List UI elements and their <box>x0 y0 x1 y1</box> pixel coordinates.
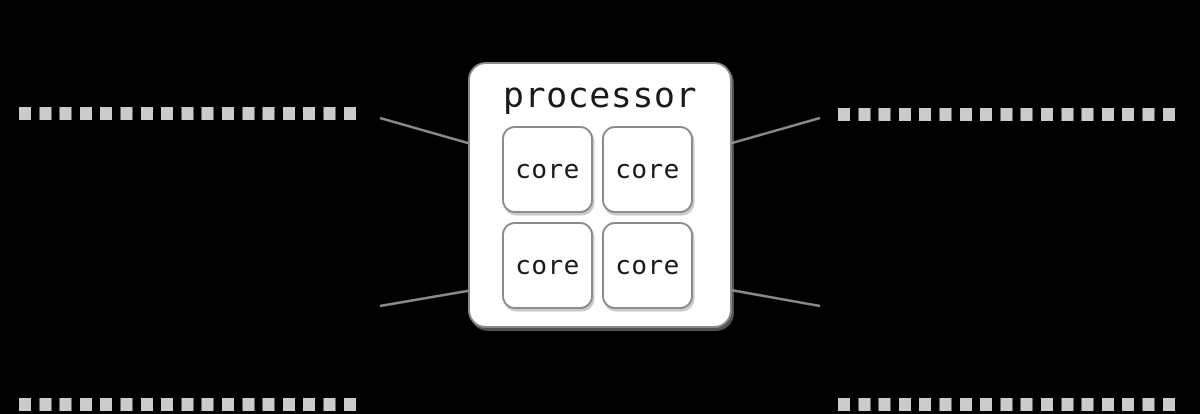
core-label: core <box>615 250 680 281</box>
dashed-line-bottom-right <box>838 398 1182 411</box>
core-grid: core core core core <box>502 126 693 309</box>
core-label: core <box>515 154 580 185</box>
dashed-line-top-left <box>19 107 363 120</box>
core-box-bottom-left: core <box>502 222 593 309</box>
processor-title: processor <box>502 76 698 116</box>
core-box-top-right: core <box>602 126 693 213</box>
core-box-bottom-right: core <box>602 222 693 309</box>
dashed-line-top-right <box>838 108 1182 121</box>
dashed-line-bottom-left <box>19 398 363 411</box>
core-label: core <box>615 154 680 185</box>
core-box-top-left: core <box>502 126 593 213</box>
core-label: core <box>515 250 580 281</box>
processor-box: processor core core core core <box>468 62 732 328</box>
